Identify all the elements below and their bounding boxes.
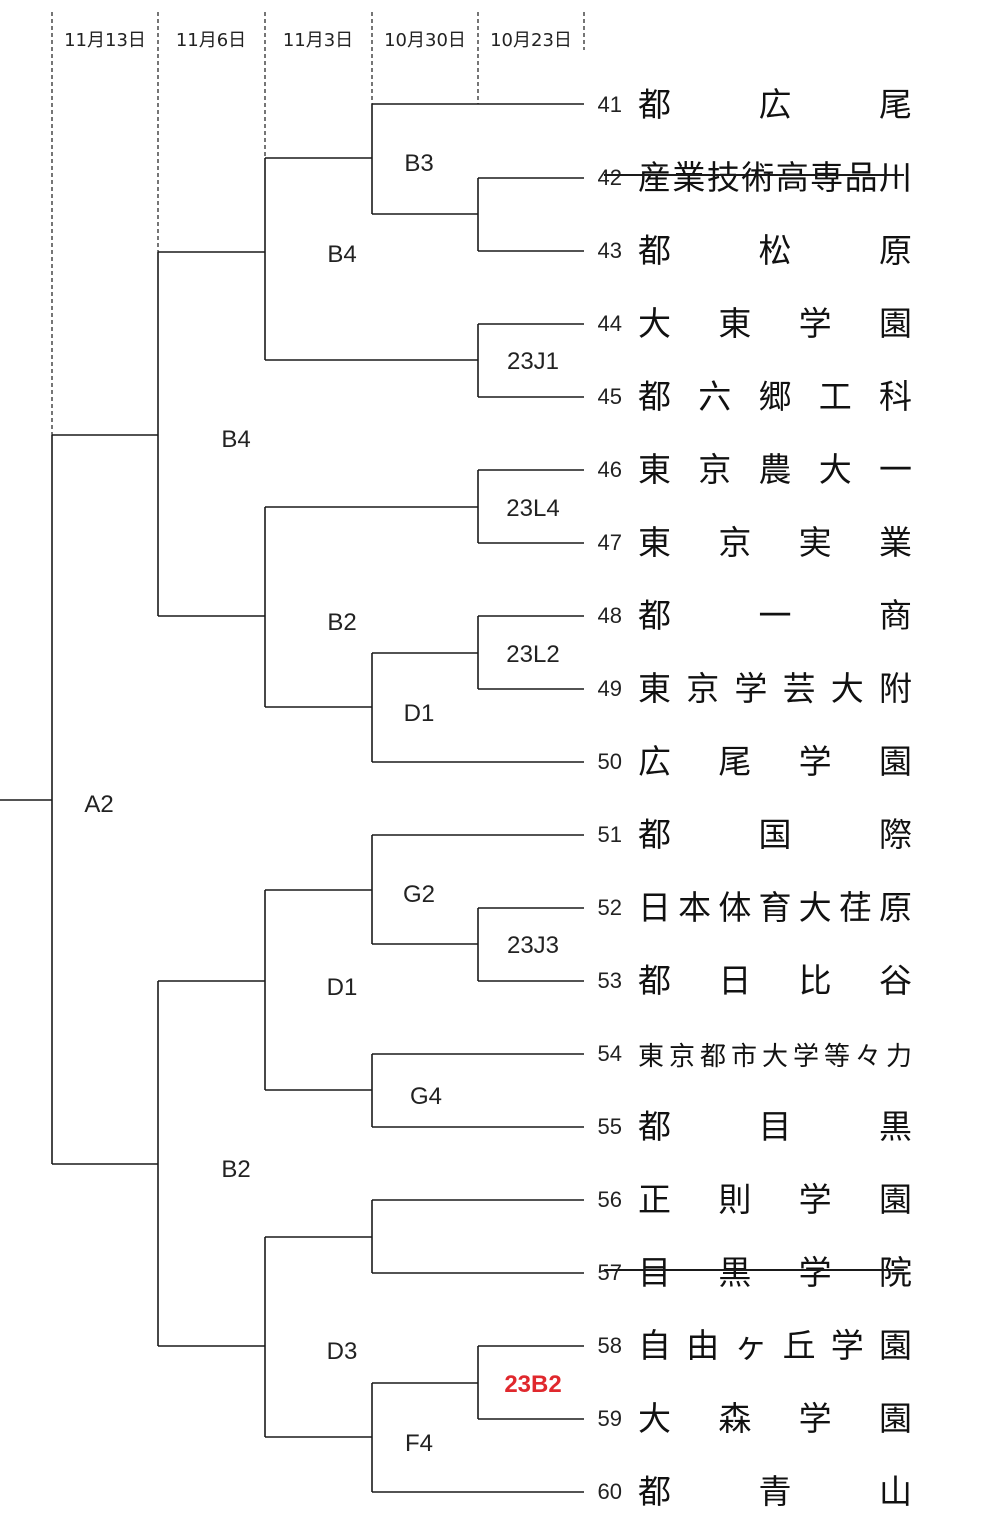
match-code-final: A2 — [84, 791, 113, 818]
team-name: 日本体育大荏原 — [638, 888, 912, 927]
team-entry: 58 自由ヶ丘学園 — [598, 1326, 912, 1365]
round-dates: 11月13日 11月6日 11月3日 10月30日 10月23日 — [51, 12, 585, 435]
team-number: 46 — [598, 457, 622, 482]
team-number: 57 — [598, 1260, 622, 1285]
team-number: 59 — [598, 1406, 622, 1431]
round-date-final: 11月13日 — [64, 30, 146, 51]
team-entry: 52 日本体育大荏原 — [598, 888, 912, 927]
team-entry: 46 東京農大一 — [598, 450, 912, 489]
team-number: 45 — [598, 384, 622, 409]
match-code: G2 — [403, 881, 435, 908]
team-number: 50 — [598, 749, 622, 774]
team-entry: 49 東京学芸大附 — [598, 669, 912, 708]
team-name: 都目黒 — [638, 1107, 912, 1146]
team-name: 産業技術高専品川 — [638, 158, 912, 197]
team-entry: 44 大東学園 — [598, 304, 912, 343]
team-number: 53 — [598, 968, 622, 993]
match-code: B3 — [404, 150, 433, 177]
team-entry: 45 都六郷工科 — [598, 377, 912, 416]
team-entry: 43 都松原 — [598, 231, 912, 270]
team-number: 47 — [598, 530, 622, 555]
team-entry: 48 都一商 — [598, 596, 912, 635]
match-code: 23J3 — [507, 932, 559, 959]
team-number: 43 — [598, 238, 622, 263]
team-number: 51 — [598, 822, 622, 847]
match-code: F4 — [405, 1430, 433, 1457]
match-code: B4 — [221, 426, 250, 453]
team-entry: 47 東京実業 — [598, 523, 912, 562]
team-number: 55 — [598, 1114, 622, 1139]
team-entry: 56 正則学園 — [598, 1180, 912, 1219]
match-code: 23L4 — [506, 495, 559, 522]
match-code: 23L2 — [506, 641, 559, 668]
team-list: 41 都広尾 42 産業技術高専品川 43 都松原 44 大東学園 45 都六郷工科 46 東京農大一… — [598, 85, 912, 1511]
match-code: 23J1 — [507, 348, 559, 375]
team-number: 54 — [598, 1041, 622, 1066]
match-code: D1 — [404, 700, 435, 727]
team-number: 52 — [598, 895, 622, 920]
team-entry: 54 東京都市大学等々力 — [598, 1041, 912, 1072]
team-name: 東京学芸大附 — [638, 669, 912, 708]
match-code: D1 — [327, 974, 358, 1001]
round-date-round1: 10月23日 — [490, 30, 572, 51]
team-name: 都国際 — [638, 815, 912, 854]
team-number: 60 — [598, 1479, 622, 1504]
team-entry: 53 都日比谷 — [598, 961, 912, 1000]
team-entry: 59 大森学園 — [598, 1399, 912, 1438]
team-name: 広尾学園 — [638, 742, 912, 781]
team-number: 56 — [598, 1187, 622, 1212]
team-entry: 60 都青山 — [598, 1472, 912, 1511]
match-codes: 23J1 23L4 23L2 23J3 23B2 B3 D1 G2 G4 F4 … — [84, 150, 561, 1457]
team-name: 東京実業 — [638, 523, 912, 562]
team-entry: 50 広尾学園 — [598, 742, 912, 781]
round-date-round2: 10月30日 — [384, 30, 466, 51]
team-entry: 51 都国際 — [598, 815, 912, 854]
team-name: 都一商 — [638, 596, 912, 635]
round-date-semifinal: 11月6日 — [176, 30, 246, 51]
team-name: 自由ヶ丘学園 — [638, 1326, 912, 1365]
team-name: 東京農大一 — [638, 450, 912, 489]
team-name: 正則学園 — [638, 1180, 912, 1219]
team-number: 44 — [598, 311, 622, 336]
team-name: 目黒学院 — [638, 1253, 912, 1292]
team-entry: 42 産業技術高専品川 — [598, 158, 912, 197]
match-code: G4 — [410, 1083, 442, 1110]
team-name: 都青山 — [638, 1472, 912, 1511]
team-number: 48 — [598, 603, 622, 628]
team-name: 都六郷工科 — [638, 377, 912, 416]
team-name: 東京都市大学等々力 — [638, 1042, 912, 1072]
match-code: B2 — [327, 609, 356, 636]
match-code: D3 — [327, 1338, 358, 1365]
team-number: 42 — [598, 165, 622, 190]
team-number: 49 — [598, 676, 622, 701]
match-code-highlighted: 23B2 — [504, 1371, 561, 1398]
team-entry: 57 目黒学院 — [598, 1253, 912, 1292]
team-number: 58 — [598, 1333, 622, 1358]
team-name: 都日比谷 — [638, 961, 912, 1000]
round-date-round3: 11月3日 — [283, 30, 353, 51]
match-code: B2 — [221, 1156, 250, 1183]
team-name: 大森学園 — [638, 1399, 912, 1438]
team-name: 都広尾 — [638, 85, 912, 124]
bracket-lines — [0, 103, 584, 1493]
match-code: B4 — [327, 241, 356, 268]
team-name: 大東学園 — [638, 304, 912, 343]
team-entry: 55 都目黒 — [598, 1107, 912, 1146]
team-number: 41 — [598, 92, 622, 117]
team-entry: 41 都広尾 — [598, 85, 912, 124]
team-name: 都松原 — [638, 231, 912, 270]
